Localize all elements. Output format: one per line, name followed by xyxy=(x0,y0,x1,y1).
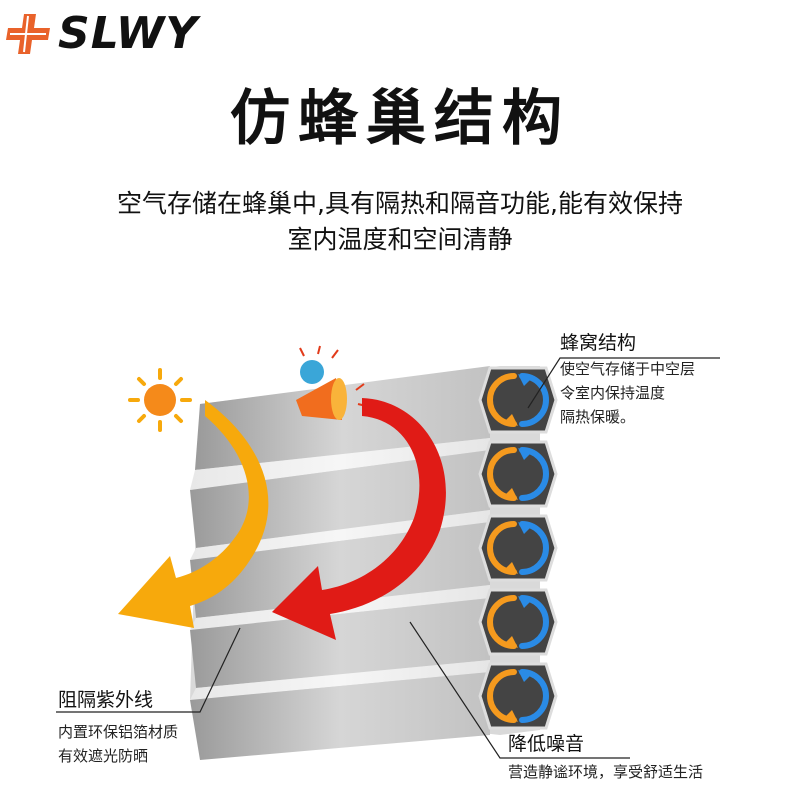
callout-heading: 降低噪音 xyxy=(508,733,585,755)
callout-line: 内置环保铝箔材质 xyxy=(58,723,179,741)
callout-uv: 阻隔紫外线 内置环保铝箔材质 有效遮光防晒 xyxy=(58,686,178,768)
brand-name: SLWY xyxy=(58,8,199,59)
callout-line: 令室内保持温度 xyxy=(560,384,666,402)
loudspeaker-icon xyxy=(296,345,367,420)
logo-cross-icon xyxy=(6,14,50,54)
callout-line: 营造静谧环境，享受舒适生活 xyxy=(508,763,704,781)
noise-deflect-arrow xyxy=(272,398,446,640)
callout-honeycomb: 蜂窝结构 使空气存储于中空层 令室内保持温度 隔热保暖。 xyxy=(560,329,695,429)
circular-arrows-icon xyxy=(487,373,549,723)
subtitle-line-2: 室内温度和空间清静 xyxy=(287,225,513,254)
sun-icon xyxy=(128,368,192,432)
callout-line: 有效遮光防晒 xyxy=(58,747,149,765)
subtitle: 空气存储在蜂巢中,具有隔热和隔音功能,能有效保持 室内温度和空间清静 xyxy=(50,186,750,258)
callout-line: 隔热保暖。 xyxy=(560,408,636,426)
callout-heading: 蜂窝结构 xyxy=(560,332,637,354)
brand-logo: SLWY xyxy=(6,10,197,58)
callout-heading: 阻隔紫外线 xyxy=(58,689,154,711)
sun-deflect-arrow xyxy=(118,400,269,628)
callout-noise: 降低噪音 营造静谧环境，享受舒适生活 xyxy=(508,730,703,784)
shade-slats xyxy=(190,366,490,760)
callout-line: 使空气存储于中空层 xyxy=(560,360,696,378)
subtitle-line-1: 空气存储在蜂巢中,具有隔热和隔音功能,能有效保持 xyxy=(117,189,683,218)
page-title: 仿蜂巢结构 xyxy=(230,84,570,154)
callout-leaders xyxy=(56,357,720,759)
